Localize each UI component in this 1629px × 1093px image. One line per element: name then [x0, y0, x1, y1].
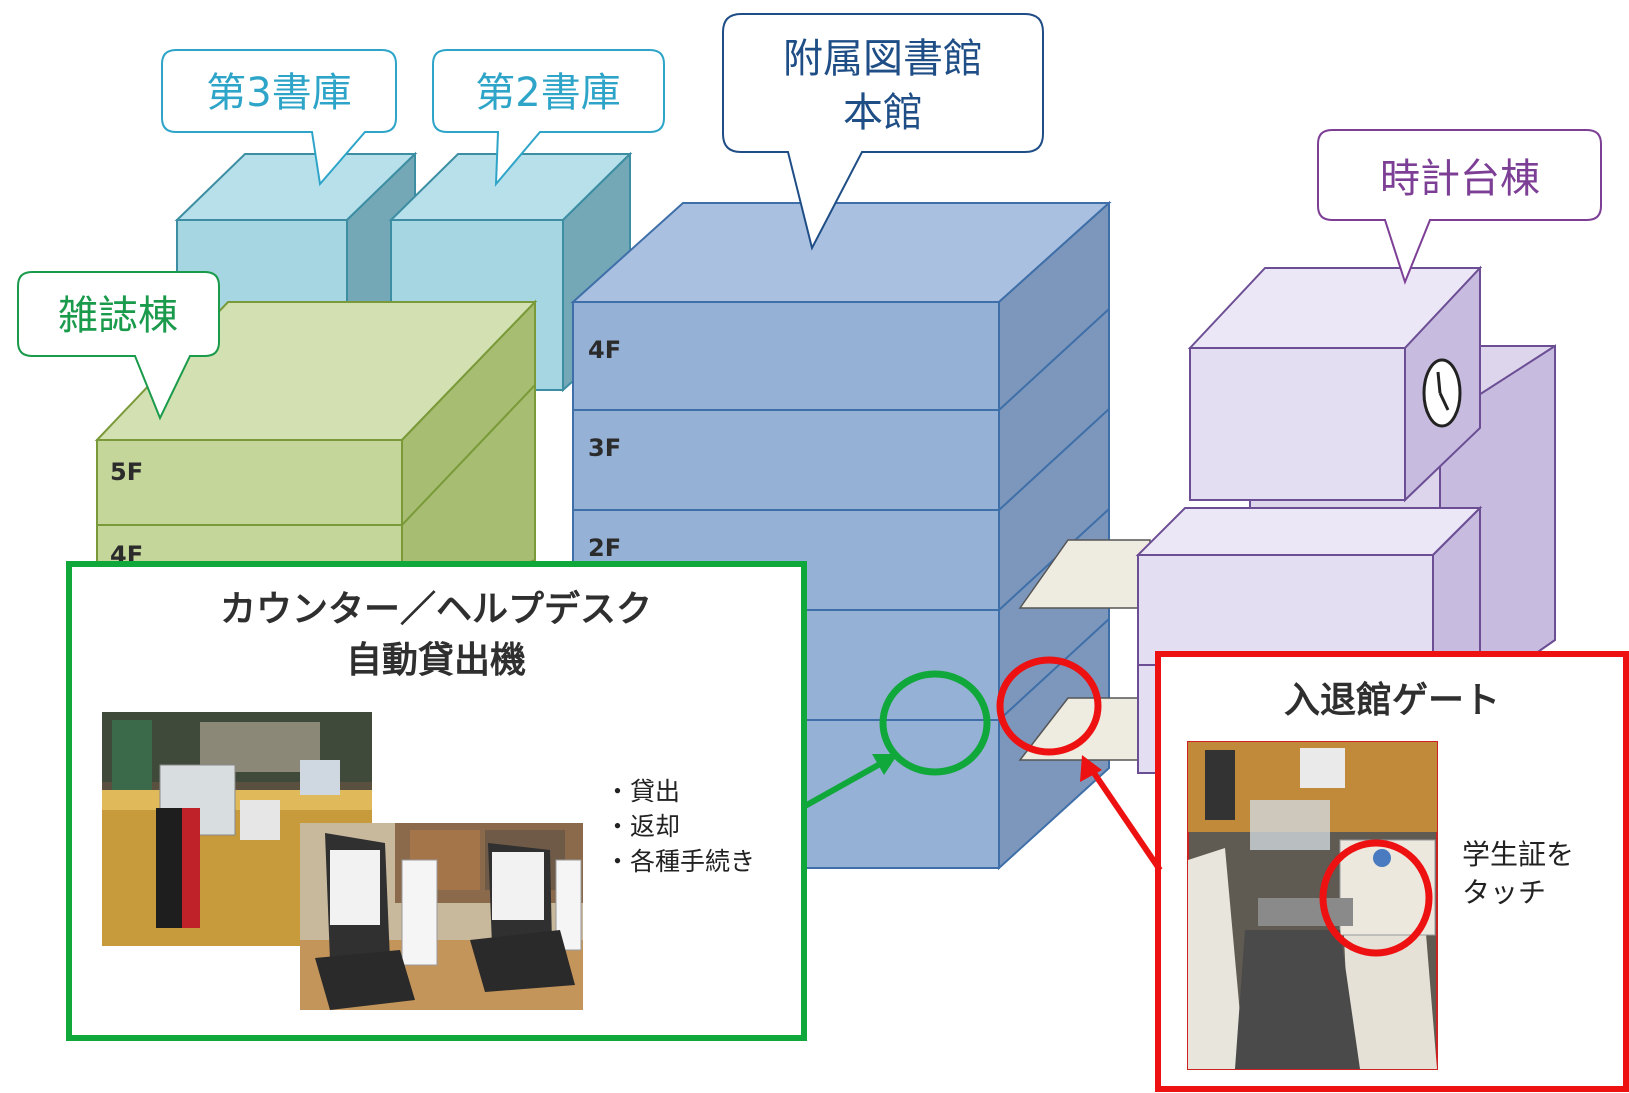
- main-floor-2f-label: 2F: [588, 534, 621, 562]
- magazine-callout: 雑誌棟: [17, 271, 220, 421]
- clock-tower-label: 時計台棟: [1380, 156, 1540, 202]
- gate-note-line2: タッチ: [1462, 876, 1546, 909]
- magazine-label: 雑誌棟: [58, 293, 178, 339]
- stack-3-callout: 第3書庫: [161, 49, 397, 187]
- gate-title: 入退館ゲート: [1284, 679, 1500, 721]
- gate-note-line1: 学生証を: [1462, 838, 1574, 871]
- clock-tower-callout: 時計台棟: [1317, 129, 1602, 285]
- counter-helpdesk-panel: カウンター／ヘルプデスク 自動貸出機: [66, 561, 807, 1041]
- main-floor-3f-label: 3F: [588, 434, 621, 462]
- main-floor-4f-label: 4F: [588, 336, 621, 364]
- counter-title-line1: カウンター／ヘルプデスク: [220, 588, 652, 630]
- counter-location-marker: [879, 670, 991, 776]
- main-library-callout: 附属図書館 本館: [722, 13, 1044, 251]
- service-return: ・返却: [605, 812, 680, 841]
- magazine-floor-5f-label: 5F: [110, 458, 143, 486]
- stack-2-callout: 第2書庫: [432, 49, 665, 187]
- service-lending: ・貸出: [605, 777, 680, 806]
- main-library-label-line1: 附属図書館: [783, 36, 983, 82]
- gate-arrow: [1080, 755, 1163, 872]
- stack-2-label: 第2書庫: [475, 70, 620, 116]
- clock-icon: [1422, 358, 1462, 428]
- self-checkout-photo: [300, 823, 583, 1010]
- counter-title-line2: 自動貸出機: [346, 640, 526, 681]
- main-library-label-line2: 本館: [843, 90, 923, 136]
- upper-walkway: [1018, 539, 1151, 609]
- card-reader-marker: [1319, 839, 1433, 957]
- stack-3-label: 第3書庫: [206, 70, 351, 116]
- counter-arrow: [803, 754, 898, 809]
- service-procedures: ・各種手続き: [605, 847, 755, 876]
- entrance-gate-photo: [1187, 741, 1438, 1070]
- entrance-gate-panel: 入退館ゲート 学生証を タッチ: [1155, 651, 1629, 1092]
- gate-location-marker: [996, 656, 1102, 756]
